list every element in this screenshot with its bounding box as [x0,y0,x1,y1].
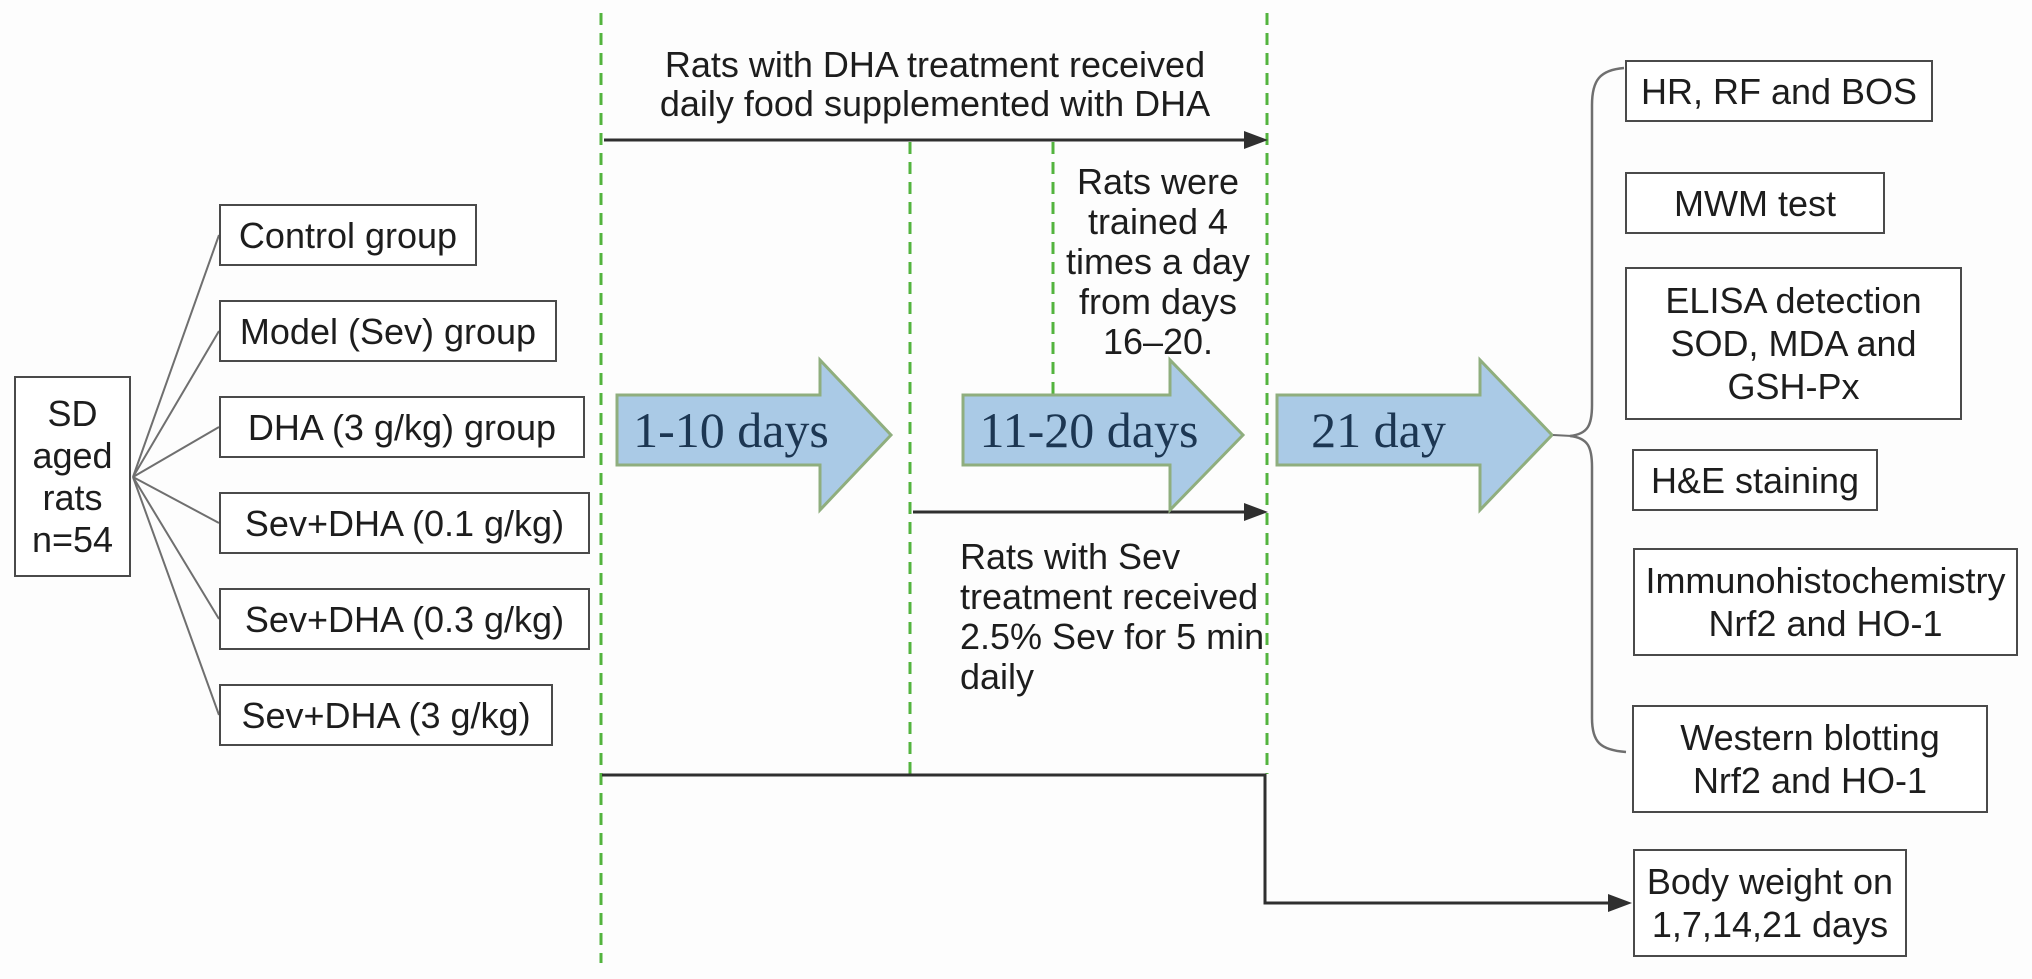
body-weight-arrowhead [1608,894,1632,912]
fan-line-sevdha03 [132,476,220,620]
body-weight-box: Body weight on 1,7,14,21 days [1633,849,1907,957]
sev-period-arrowhead [1244,503,1268,521]
fan-line-sevdha01 [132,476,220,524]
root-box-sd-aged-rats: SD aged rats n=54 [14,376,131,577]
outcome-box-immunohistochemistry: Immunohistochemistry Nrf2 and HO-1 [1633,548,2018,656]
phase-arrow-21-day [1275,356,1555,514]
fan-line-model [132,330,220,478]
fan-line-dha [132,426,220,478]
phase-label-1-10-days: 1-10 days [633,402,829,458]
fan-line-control [132,234,220,478]
body-weight-arrow-line [602,773,1612,905]
fan-line-sevdha3 [132,476,220,716]
group-box-sev-dha-03: Sev+DHA (0.3 g/kg) [219,588,590,650]
outcome-box-western-blotting: Western blotting Nrf2 and HO-1 [1632,705,1988,813]
sev-exposure-note: Rats with Sev treatment received 2.5% Se… [960,536,1265,697]
arrow-to-brace-connector [1552,434,1573,437]
group-box-sev-dha-3: Sev+DHA (3 g/kg) [219,684,553,746]
phase-arrow-1-10-days [615,356,894,514]
group-box-model-sev: Model (Sev) group [219,300,557,362]
outcome-box-he-staining: H&E staining [1632,449,1878,511]
training-note: Rats were trained 4 times a day from day… [1065,161,1251,362]
group-box-control: Control group [219,204,477,266]
dha-period-arrowhead [1244,131,1268,149]
group-box-sev-dha-01: Sev+DHA (0.1 g/kg) [219,492,590,554]
dha-feeding-note: Rats with DHA treatment received daily f… [659,44,1211,124]
outcome-box-mwm-test: MWM test [1625,172,1885,234]
outcome-box-elisa: ELISA detection SOD, MDA and GSH-Px [1625,267,1962,420]
phase-label-11-20-days: 11-20 days [979,402,1199,458]
phase-arrow-11-20-days [961,356,1246,514]
phase-label-21-day: 21 day [1311,402,1446,458]
outcomes-brace [1569,66,1627,754]
group-box-dha-3: DHA (3 g/kg) group [219,396,585,458]
outcome-box-hr-rf-bos: HR, RF and BOS [1625,60,1933,122]
